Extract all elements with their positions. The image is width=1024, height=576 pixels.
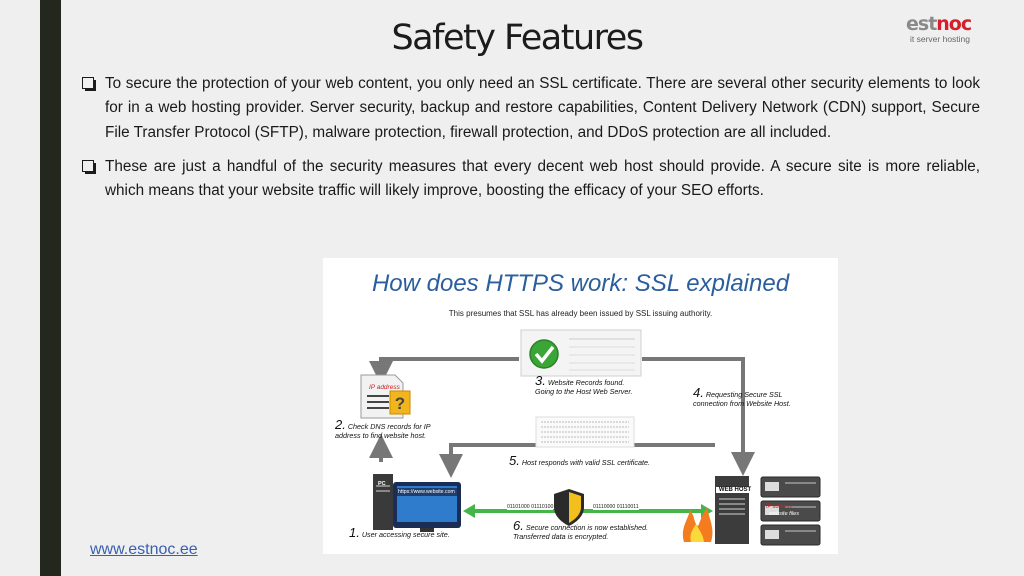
web-host-label: WEB HOST bbox=[716, 487, 754, 493]
ip-document-icon: ? bbox=[360, 374, 411, 419]
pc-computer-icon bbox=[373, 474, 461, 532]
step-3-label: 3.Website Records found. Going to the Ho… bbox=[535, 373, 633, 396]
left-accent-bar bbox=[40, 0, 61, 576]
diagram-graphics: ? bbox=[360, 329, 821, 546]
figure-title: How does HTTPS work: SSL explained bbox=[371, 270, 790, 297]
certificate-document bbox=[535, 416, 635, 448]
slide-title: Safety Features bbox=[391, 18, 644, 58]
server-rack-icon bbox=[760, 476, 821, 546]
step-5-label: 5.Host responds with valid SSL certifica… bbox=[509, 453, 650, 468]
step-2-label: 2.Check DNS records for IP address to fi… bbox=[335, 417, 431, 440]
pc-url-label: https://www.website.com bbox=[398, 489, 455, 495]
svg-text:?: ? bbox=[395, 394, 405, 413]
checkbox-bullet-icon bbox=[82, 159, 96, 174]
logo-tagline: it server hosting bbox=[910, 34, 970, 44]
website-link[interactable]: www.estnoc.ee bbox=[90, 541, 198, 558]
pc-label: PC bbox=[378, 481, 386, 487]
bullet-list: To secure the protection of your web con… bbox=[81, 72, 980, 213]
checkbox-bullet-icon bbox=[82, 77, 96, 91]
step-6-label: 6.Secure connection is now established. … bbox=[513, 518, 649, 541]
ip-address-label: IP address bbox=[369, 384, 400, 391]
bullet-text: These are just a handful of the security… bbox=[105, 157, 980, 200]
firewall-flame-icon bbox=[682, 508, 713, 542]
figure-subtitle: This presumes that SSL has already been … bbox=[448, 309, 713, 318]
step-4-label: 4.Requesting Secure SSL connection from … bbox=[693, 385, 791, 408]
check-icon bbox=[529, 339, 559, 369]
company-logo[interactable]: estnoc it server hosting bbox=[906, 14, 986, 44]
bullet-item: These are just a handful of the security… bbox=[81, 155, 980, 204]
server-ip-label: IP address bbox=[766, 504, 793, 510]
binary-left: 01101000 01110100 bbox=[507, 504, 554, 510]
logo-wordmark: estnoc bbox=[906, 13, 972, 35]
binary-right: 01110000 01110011 bbox=[593, 504, 639, 510]
step-1-label: 1.User accessing secure site. bbox=[349, 525, 450, 540]
https-diagram-image: ? bbox=[323, 258, 838, 554]
website-files-label: website files bbox=[769, 511, 799, 517]
shield-icon bbox=[554, 489, 584, 526]
bullet-item: To secure the protection of your web con… bbox=[81, 72, 980, 145]
bullet-text: To secure the protection of your web con… bbox=[105, 75, 980, 141]
